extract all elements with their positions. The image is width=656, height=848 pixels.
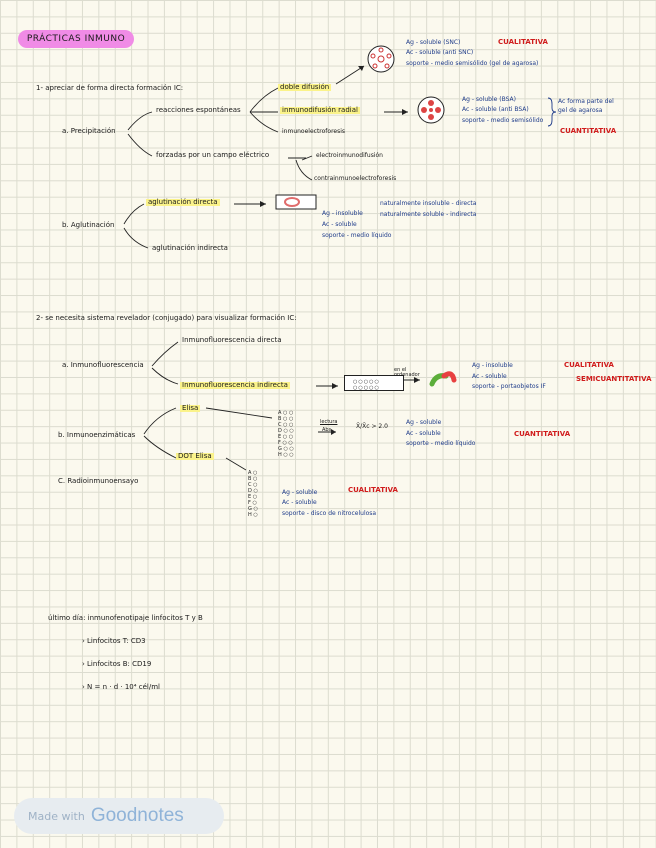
section1-heading: 1- apreciar de forma directa formación I… [36, 84, 184, 92]
last-day-item-3: › N = n · d · 10⁴ cél/ml [82, 683, 160, 691]
if-type-2: SEMICUANTITATIVA [576, 375, 652, 383]
last-day-item-1: › Linfocitos T: CD3 [82, 637, 146, 645]
dot-elisa-label: DOT Elisa [176, 452, 214, 460]
double-note-3: soporte - medio semisólido (gel de agaro… [406, 60, 539, 67]
agg-note-1: Ag - insoluble [322, 210, 363, 217]
abs-ratio: X̄/X̄c > 2.0 [356, 423, 388, 430]
goodnotes-logo: Goodnotes [90, 805, 184, 826]
agg-note-2: Ac - soluble [322, 221, 357, 228]
made-with-label: Made with [28, 809, 85, 823]
if-label: a. Inmunofluorescencia [62, 361, 144, 369]
page-title: PRÁCTICAS INMUNO [18, 30, 134, 48]
indirect-agglutination-label: aglutinación indirecta [152, 244, 228, 252]
if-indirect-label: Inmunofluorescencia indirecta [180, 381, 290, 389]
ria-label: C. Radioinmunoensayo [58, 477, 139, 485]
last-day-item-2: › Linfocitos B: CD19 [82, 660, 152, 668]
if-note-3: soporte - portaobjetos IF [472, 383, 546, 390]
agg-sub-1: naturalmente insoluble - directa [380, 200, 477, 207]
agg-sub-2: naturalmente soluble - indirecta [380, 211, 477, 218]
if-direct-label: Inmunofluorescencia directa [182, 336, 282, 344]
last-day-heading: último día: inmunofenotipaje linfocitos … [48, 614, 203, 622]
electro-diffusion-label: electroinmunodifusión [316, 152, 383, 159]
section2-heading: 2- se necesita sistema revelador (conjug… [36, 314, 297, 322]
computer-label: en el ordenador [394, 367, 420, 378]
abs-reading-top: lectura [320, 419, 338, 425]
dot-note-2: Ac - soluble [282, 499, 317, 506]
if-slide-icon: ○○○○○ ○○○○○ [344, 375, 404, 391]
agglutination-label: b. Aglutinación [62, 221, 115, 229]
counter-ief-label: contrainmunoelectroforesis [314, 175, 397, 182]
radial-type: CUANTITATIVA [560, 127, 617, 135]
elisa-note-3: soporte - medio líquido [406, 440, 476, 447]
elisa-type: CUANTITATIVA [514, 430, 571, 438]
radial-note-1: Ag - soluble (BSA) [462, 96, 516, 103]
direct-agglutination-label: aglutinación directa [146, 198, 220, 206]
ief-label: inmunoelectroforesis [282, 128, 346, 135]
elisa-label: Elisa [180, 404, 201, 412]
elisa-note-2: Ac - soluble [406, 430, 441, 437]
double-diffusion-label: doble difusión [278, 83, 332, 91]
agglutination-slide-icon [275, 194, 317, 210]
goodnotes-badge[interactable]: Made with Goodnotes [14, 798, 224, 834]
double-note-1: Ag - soluble (SNC) [406, 39, 461, 46]
elisa-plate-icon: A ○ ○ B ○ ○ C ○ ○ D ○ ○ E ○ ○ F ○ ○ G ○ … [278, 410, 294, 458]
agg-note-3: soporte - medio líquido [322, 232, 392, 239]
abs-reading-bottom: Abs [322, 427, 332, 433]
radial-diffusion-label: inmunodifusión radial [280, 106, 360, 114]
radial-note-2: Ac - soluble (anti BSA) [462, 106, 529, 113]
precipitation-label: a. Precipitación [62, 127, 116, 135]
double-note-2: Ac - soluble (anti SNC) [406, 49, 474, 56]
double-diffusion-plate-icon [367, 45, 395, 73]
fluorescence-icon [429, 371, 457, 387]
dot-note-1: Ag - soluble [282, 489, 318, 496]
double-type: CUALITATIVA [498, 38, 548, 46]
radial-note-3: soporte - medio semisólido [462, 117, 544, 124]
if-note-1: Ag - insoluble [472, 362, 513, 369]
forced-label: forzadas por un campo eléctrico [156, 151, 270, 159]
dot-elisa-plate-icon: A ○ B ○ C ○ D ○ E ○ F ○ G ○ H ○ [248, 470, 258, 518]
radial-diffusion-plate-icon [417, 96, 445, 124]
elisa-note-1: Ag - soluble [406, 419, 442, 426]
radial-brace-note: Ac forma parte del gel de agarosa [558, 98, 614, 114]
dot-note-3: soporte - disco de nitrocelulosa [282, 510, 377, 517]
if-type-1: CUALITATIVA [564, 361, 614, 369]
enzyme-label: b. Inmunoenzimáticas [58, 431, 136, 439]
spontaneous-label: reacciones espontáneas [156, 106, 241, 114]
if-note-2: Ac - soluble [472, 373, 507, 380]
dot-type: CUALITATIVA [348, 486, 398, 494]
